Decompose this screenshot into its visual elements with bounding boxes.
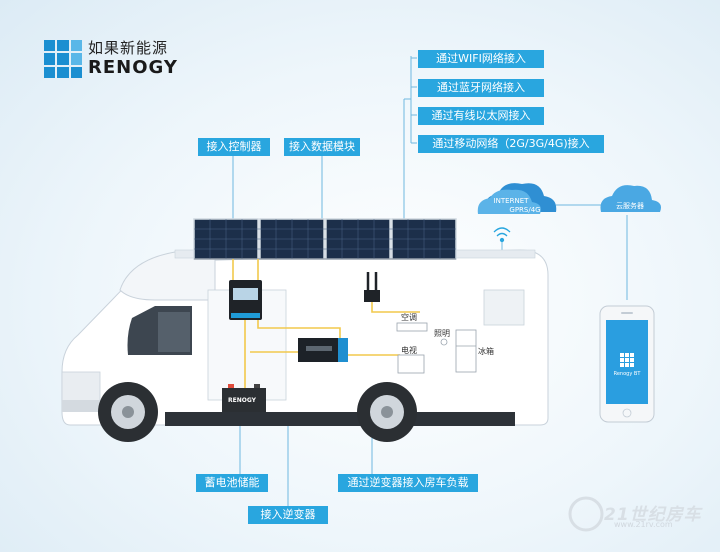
- wheels: [98, 382, 417, 442]
- renogy-logo-icon: [44, 40, 82, 78]
- power-wiring: [232, 259, 420, 390]
- solar-panels: [193, 218, 457, 260]
- label-bluetooth: 通过蓝牙网络接入: [418, 79, 544, 97]
- appliances: [396, 322, 477, 374]
- data-module: [364, 272, 380, 302]
- label-inverter: 接入逆变器: [248, 506, 328, 524]
- appliance-ac-label: 空调: [401, 313, 417, 322]
- appliance-lighting-label: 照明: [434, 329, 450, 338]
- wifi-icon: [493, 227, 511, 243]
- battery-device: [222, 384, 266, 412]
- label-controller: 接入控制器: [198, 138, 270, 156]
- server-cloud-icon: [600, 185, 661, 212]
- internet-cloud-icon: [477, 183, 557, 214]
- watermark-url-text: www.21rv.com: [614, 520, 673, 529]
- cloud-gprs-text: GPRS/4G: [509, 206, 541, 214]
- label-ethernet: 通过有线以太网接入: [418, 107, 544, 125]
- appliance-tv-label: 电视: [401, 346, 417, 355]
- label-mobile: 通过移动网络（2G/3G/4G)接入: [418, 135, 604, 153]
- cloud-server-text: 云服务器: [616, 202, 644, 210]
- label-data-module: 接入数据模块: [284, 138, 360, 156]
- logo-en-text: RENOGY: [88, 57, 178, 78]
- renogy-logo: 如果新能源 RENOGY: [44, 40, 178, 78]
- phone-app-name: Renogy BT: [613, 371, 641, 377]
- label-battery: 蓄电池储能: [196, 474, 268, 492]
- battery-brand-text: RENOGY: [228, 397, 256, 404]
- solar-controller: [229, 280, 262, 320]
- watermark-logo-text: 21世纪房车: [604, 505, 702, 525]
- appliance-fridge-label: 冰箱: [478, 347, 494, 356]
- label-rv-load: 通过逆变器接入房车负载: [338, 474, 478, 492]
- cloud-internet-text: INTERNET: [493, 197, 529, 205]
- smartphone-device: [599, 305, 655, 423]
- label-wifi: 通过WIFI网络接入: [418, 50, 544, 68]
- watermark-ring: [568, 496, 604, 532]
- logo-cn-text: 如果新能源: [88, 39, 169, 57]
- inverter-device: [298, 338, 348, 362]
